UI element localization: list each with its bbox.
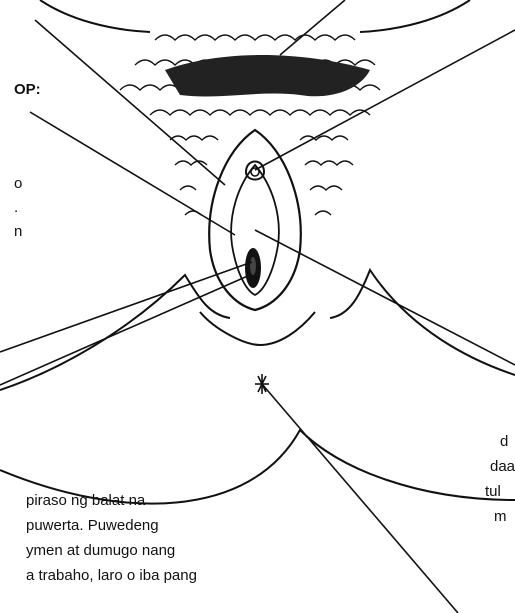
leader-line-2: [280, 0, 345, 55]
label-fragment-left-2: .: [14, 196, 18, 220]
caption-bottom-line-4: a trabaho, laro o iba pang: [26, 564, 197, 588]
leader-line-3: [255, 30, 515, 170]
label-fragment-left-1: o: [14, 172, 22, 196]
caption-bottom-line-2: puwerta. Puwedeng: [26, 514, 159, 538]
thigh-left-outline: [40, 0, 150, 32]
thigh-right-outline: [360, 0, 470, 32]
label-fragment-op: OP:: [14, 78, 41, 102]
caption-right-line-4: m: [494, 505, 507, 529]
caption-right-line-1: d: [500, 430, 508, 454]
leader-line-1: [35, 20, 225, 185]
caption-bottom-line-1: piraso ng balat na: [26, 489, 145, 513]
caption-bottom-line-3: ymen at dumugo nang: [26, 539, 175, 563]
body-outline: [0, 270, 515, 504]
label-fragment-left-3: n: [14, 220, 22, 244]
leader-line-8: [262, 384, 458, 613]
caption-right-line-3: tul: [485, 480, 501, 504]
caption-right-line-2: daa: [490, 455, 515, 479]
leader-line-4: [30, 112, 235, 235]
leader-line-5: [0, 262, 252, 352]
leader-line-6: [0, 275, 250, 385]
leader-line-7: [255, 230, 515, 365]
